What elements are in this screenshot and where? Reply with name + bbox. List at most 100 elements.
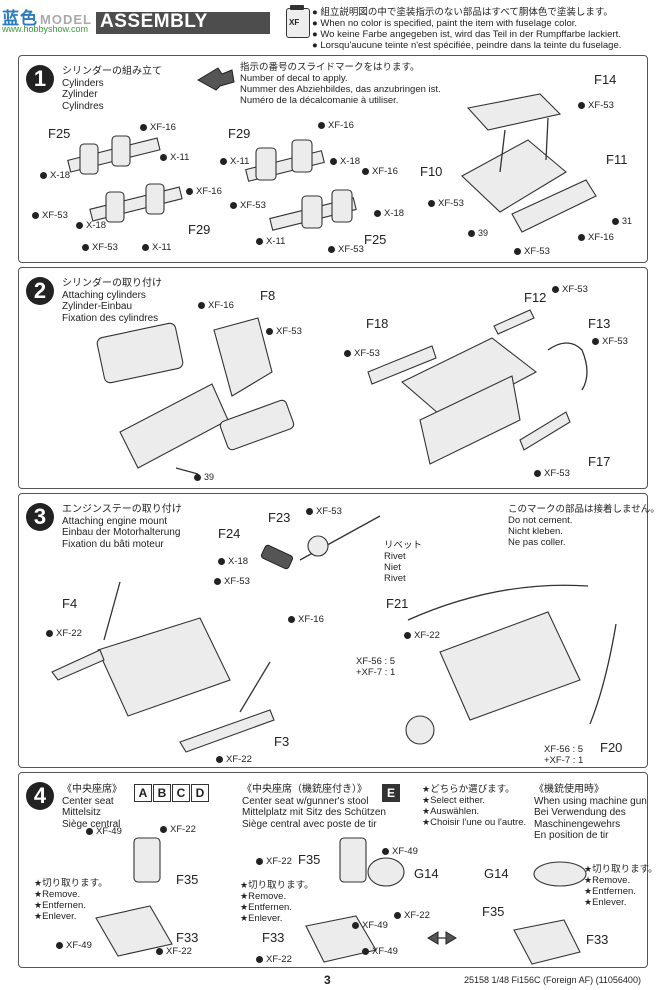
part-label: F18 [366,316,389,331]
paint-callout: X-18 [374,208,404,219]
paint-callout: XF-16 [186,186,222,197]
paint-callout: XF-22 [160,824,196,835]
paint-callout: XF-53 [578,100,614,111]
paint-notes: 組立説明図の中で塗装指示のない部品はすべて胴体色で塗装します。 When no … [312,7,621,51]
decal-number: 39 [194,472,214,482]
no-cement-note: このマークの部品は接着しません。Do not cement.Nicht kleb… [508,504,660,548]
paint-callout: XF-49 [352,920,388,931]
decal-arrow-icon [197,67,235,91]
part-label: F12 [524,290,547,305]
badge-e: E [382,784,400,802]
paint-callout: XF-22 [256,954,292,965]
site-url-watermark: www.hobbyshow.com [2,24,89,34]
note-line: 組立説明図の中で塗装指示のない部品はすべて胴体色で塗装します。 [312,7,621,18]
part-label: G14 [414,866,439,881]
paint-callout: X-18 [40,170,70,181]
paint-callout: XF-53 [214,576,250,587]
part-label: F24 [218,526,241,541]
paint-callout: XF-53 [428,198,464,209]
paint-callout: XF-53 [344,348,380,359]
select-either-note: どちらか選びます。Select either.Auswählen.Choisir… [422,784,526,828]
paint-callout: XF-22 [46,628,82,639]
paint-callout: X-18 [218,556,248,567]
decal-note: 指示の番号のスライドマークをはります。Number of decal to ap… [240,62,441,106]
part-label: F10 [420,164,443,179]
part-label: F29 [188,222,211,237]
step-number: 4 [26,782,54,810]
badge-b: B [153,784,171,802]
paint-callout: XF-16 [578,232,614,243]
cylinder-assembly-drawing [67,135,183,223]
remove-note: 切り取ります。Remove.Entfernen.Enlever. [240,880,314,924]
part-label: F13 [588,316,611,331]
badge-a: A [134,784,152,802]
paint-callout: XF-22 [404,630,440,641]
paint-callout: XF-53 [328,244,364,255]
paint-callout: XF-53 [32,210,68,221]
header-bar [96,12,270,34]
part-label: F29 [228,126,251,141]
badge-d: D [191,784,209,802]
paint-callout: X-18 [76,220,106,231]
paint-callout: X-11 [220,156,249,167]
seat-drawing [95,837,173,957]
prop-hub-drawing [260,515,381,570]
paint-callout: X-11 [160,152,189,163]
paint-callout: XF-16 [318,120,354,131]
page-number: 3 [324,973,331,987]
paint-callout: XF-53 [534,468,570,479]
paint-callout: XF-53 [82,242,118,253]
part-label: F3 [274,734,290,749]
paint-callout: XF-53 [230,200,266,211]
part-label: F35 [298,852,321,867]
decal-number: 31 [612,216,632,226]
part-label: F21 [386,596,409,611]
paint-callout: XF-53 [306,506,342,517]
part-label: F25 [364,232,387,247]
part-label: F35 [482,904,505,919]
decal-number: 39 [468,228,488,238]
part-label: F23 [268,510,291,525]
part-label: F25 [48,126,71,141]
engine-block-drawing [367,309,588,465]
cylinder-assembly-drawing [245,139,357,231]
paint-callout: XF-53 [514,246,550,257]
product-code: 25158 1/48 Fi156C (Foreign AF) (11056400… [464,975,641,985]
paint-callout: XF-22 [216,754,252,765]
paint-callout: XF-22 [156,946,192,957]
step-number: 3 [26,503,54,531]
paint-callout: XF-53 [552,284,588,295]
paint-callout: XF-16 [362,166,398,177]
page-title: ASSEMBLY [100,11,208,32]
engine-mount-drawing [51,581,275,753]
part-label: F8 [260,288,276,303]
paint-callout: XF-22 [256,856,292,867]
step-number: 1 [26,65,54,93]
paint-callout: X-18 [330,156,360,167]
paint-callout: X-11 [142,242,171,253]
paint-callout: XF-16 [140,122,176,133]
paint-mix: XF-56 : 5+XF-7 : 1 [544,744,584,766]
variant-badges: E [382,784,401,802]
paint-callout: XF-16 [288,614,324,625]
paint-callout: XF-16 [198,300,234,311]
part-label: G14 [484,866,509,881]
paint-callout: X-11 [256,236,285,247]
part-label: F14 [594,72,617,87]
part-label: F33 [586,932,609,947]
part-label: F20 [600,740,623,755]
part-label: F4 [62,596,78,611]
part-label: F17 [588,454,611,469]
note-line: Wo keine Farbe angegeben ist, wird das T… [312,29,621,40]
paint-callout: XF-49 [382,846,418,857]
remove-note: 切り取ります。Remove.Entfernen.Enlever. [34,878,108,922]
gunner-seat-title: 《中央座席（機銃座付き）》Center seat w/gunner's stoo… [242,784,386,830]
paint-callout: XF-53 [266,326,302,337]
